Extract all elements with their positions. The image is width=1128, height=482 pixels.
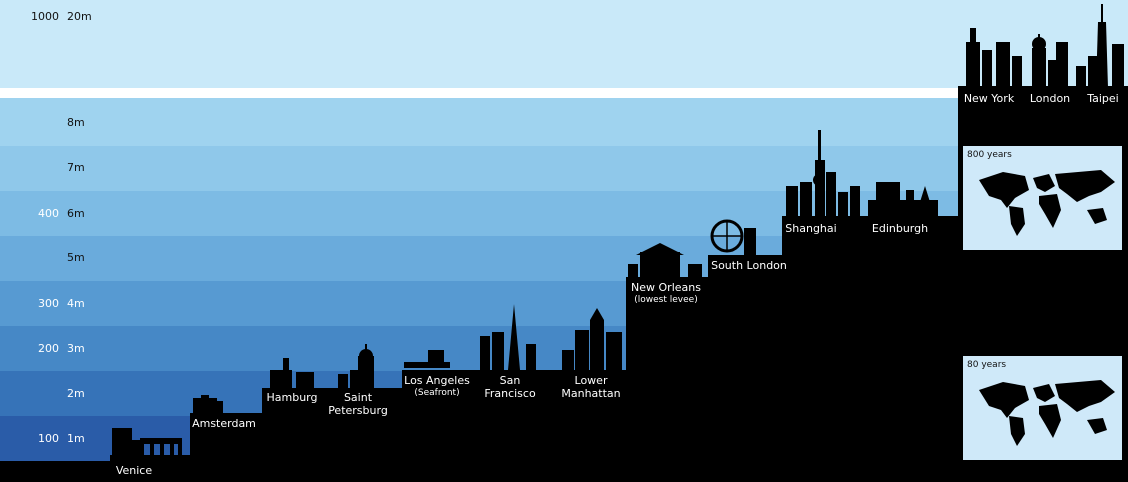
city-name: Amsterdam <box>192 417 256 430</box>
city-label-hamburg: Hamburg <box>264 391 320 404</box>
height-label-7m: 7m <box>67 161 85 174</box>
city-label-south-london: South London <box>708 259 790 272</box>
city-label-new-orleans: New Orleans (lowest levee) <box>626 281 706 307</box>
height-label-1m: 1m <box>67 432 85 445</box>
city-label-los-angeles: Los Angeles (Seafront) <box>402 374 472 400</box>
city-label-amsterdam: Amsterdam <box>190 417 258 430</box>
city-label-new-york: New York <box>960 92 1018 105</box>
city-name: Hamburg <box>266 391 318 404</box>
city-name: San Francisco <box>484 374 536 400</box>
city-label-london: London <box>1024 92 1076 105</box>
city-label-shanghai: Shanghai <box>782 222 840 235</box>
panel-80-years-title: 80 years <box>967 360 1007 370</box>
height-label-6m: 6m <box>67 207 85 220</box>
city-label-saint-petersburg: Saint Petersburg <box>326 391 390 417</box>
city-label-lower-manhattan: Lower Manhattan <box>556 374 626 400</box>
city-name: Saint Petersburg <box>328 391 388 417</box>
city-label-taipei: Taipei <box>1080 92 1126 105</box>
panel-80-years: 80 years <box>963 356 1122 460</box>
world-map-icon <box>979 170 1115 236</box>
years-label-300: 300 <box>38 297 59 310</box>
city-name: London <box>1029 92 1071 105</box>
years-label-400: 400 <box>38 207 59 220</box>
world-map-icon <box>979 380 1115 446</box>
city-label-edinburgh: Edinburgh <box>866 222 934 235</box>
years-label-1000: 1000 <box>31 10 59 23</box>
height-label-4m: 4m <box>67 297 85 310</box>
city-name: Los Angeles <box>404 374 470 387</box>
height-label-2m: 2m <box>67 387 85 400</box>
years-label-200: 200 <box>38 342 59 355</box>
city-name: Shanghai <box>785 222 837 235</box>
band-gap <box>0 88 1128 98</box>
city-name: Edinburgh <box>871 222 929 235</box>
years-label-100: 100 <box>38 432 59 445</box>
panel-800-years: 800 years <box>963 146 1122 250</box>
height-label-8m: 8m <box>67 116 85 129</box>
city-name: South London <box>711 259 787 272</box>
city-name: Venice <box>115 464 153 477</box>
city-name: Taipei <box>1087 92 1119 105</box>
city-name: Lower Manhattan <box>561 374 621 400</box>
band-8m <box>0 98 1128 146</box>
city-sub: (lowest levee) <box>634 295 698 305</box>
height-label-5m: 5m <box>67 251 85 264</box>
city-label-venice: Venice <box>110 464 158 477</box>
height-label-3m: 3m <box>67 342 85 355</box>
height-label-20m: 20m <box>67 10 92 23</box>
panel-800-years-title: 800 years <box>967 150 1012 160</box>
city-label-san-francisco: San Francisco <box>480 374 540 400</box>
city-name: New Orleans <box>631 281 701 294</box>
band-7m <box>0 146 1128 191</box>
band-20m <box>0 0 1128 88</box>
city-name: New York <box>963 92 1015 105</box>
city-sub: (Seafront) <box>414 388 460 398</box>
